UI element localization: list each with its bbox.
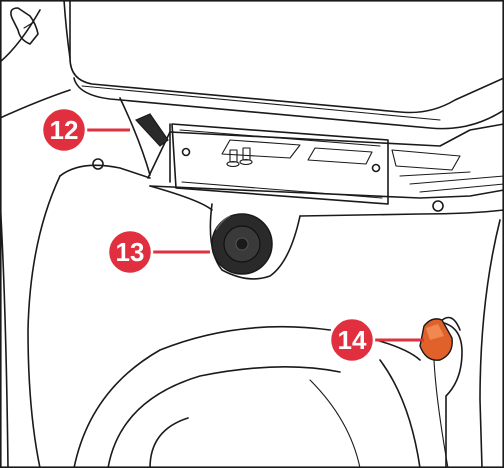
top-left-bracket [0,7,41,63]
reflector-cable-part [419,316,463,468]
body-panels [0,89,504,468]
callout-12-label: 12 [50,115,79,145]
callout-12: 12 [40,106,130,154]
callout-14-label: 14 [338,325,367,355]
seat-latch-lever [134,113,169,147]
body-edge-left [119,97,151,176]
rear-rack [147,123,504,205]
callout-14: 14 [328,316,424,364]
rack-bolts [92,147,444,212]
callout-13: 13 [106,228,210,276]
fuel-cap [211,213,273,275]
callout-13-label: 13 [116,237,145,267]
seat [63,0,504,130]
